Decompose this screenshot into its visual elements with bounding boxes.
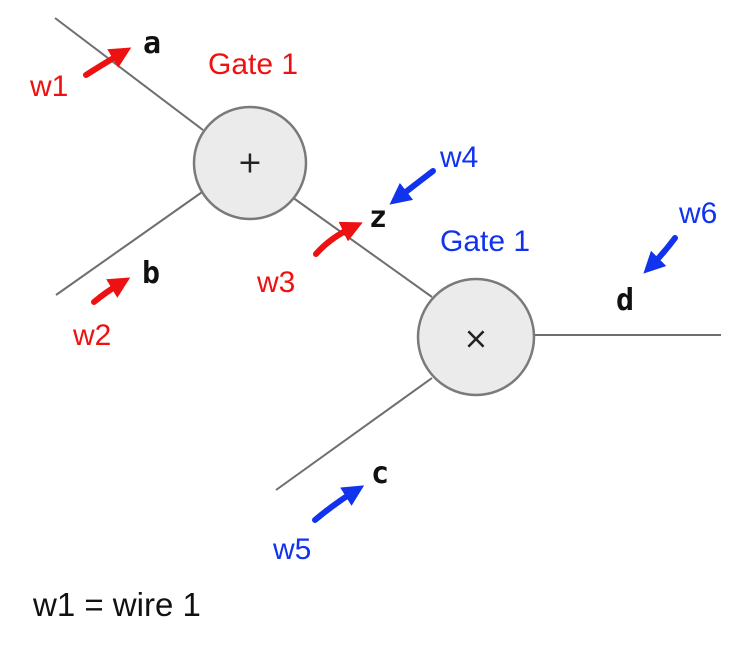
variable-c: c [371,456,389,491]
w1-arrow [83,47,132,78]
wire-z [291,196,433,298]
add-gate-circle [192,105,308,221]
wire-c [275,377,433,491]
variable-d: d [616,283,634,318]
gate-label-blue: Gate 1 [440,225,530,258]
variable-a: a [143,26,161,61]
variable-z: z [369,200,387,235]
multiply-gate: × [416,277,536,397]
wire-b [55,189,206,296]
w5-label: w5 [272,533,311,566]
legend-text: w1 = wire 1 [32,586,201,623]
w5-arrow [312,485,365,523]
w3-label: w3 [256,266,295,299]
w2-arrow [91,277,131,305]
multiply-gate-operator: × [463,322,488,357]
w6-label: w6 [678,197,717,230]
w4-label: w4 [439,141,478,174]
w1-label: w1 [29,70,68,103]
w2-label: w2 [72,319,111,352]
w4-arrow [389,168,436,205]
w6-arrow [643,235,678,274]
variable-b: b [142,256,160,291]
add-gate-operator: + [237,146,262,181]
add-gate: + [192,105,308,221]
multiply-gate-circle [416,277,536,397]
wire-a [54,17,204,131]
gate-label-red: Gate 1 [208,48,298,81]
w3-arrow [313,221,363,257]
